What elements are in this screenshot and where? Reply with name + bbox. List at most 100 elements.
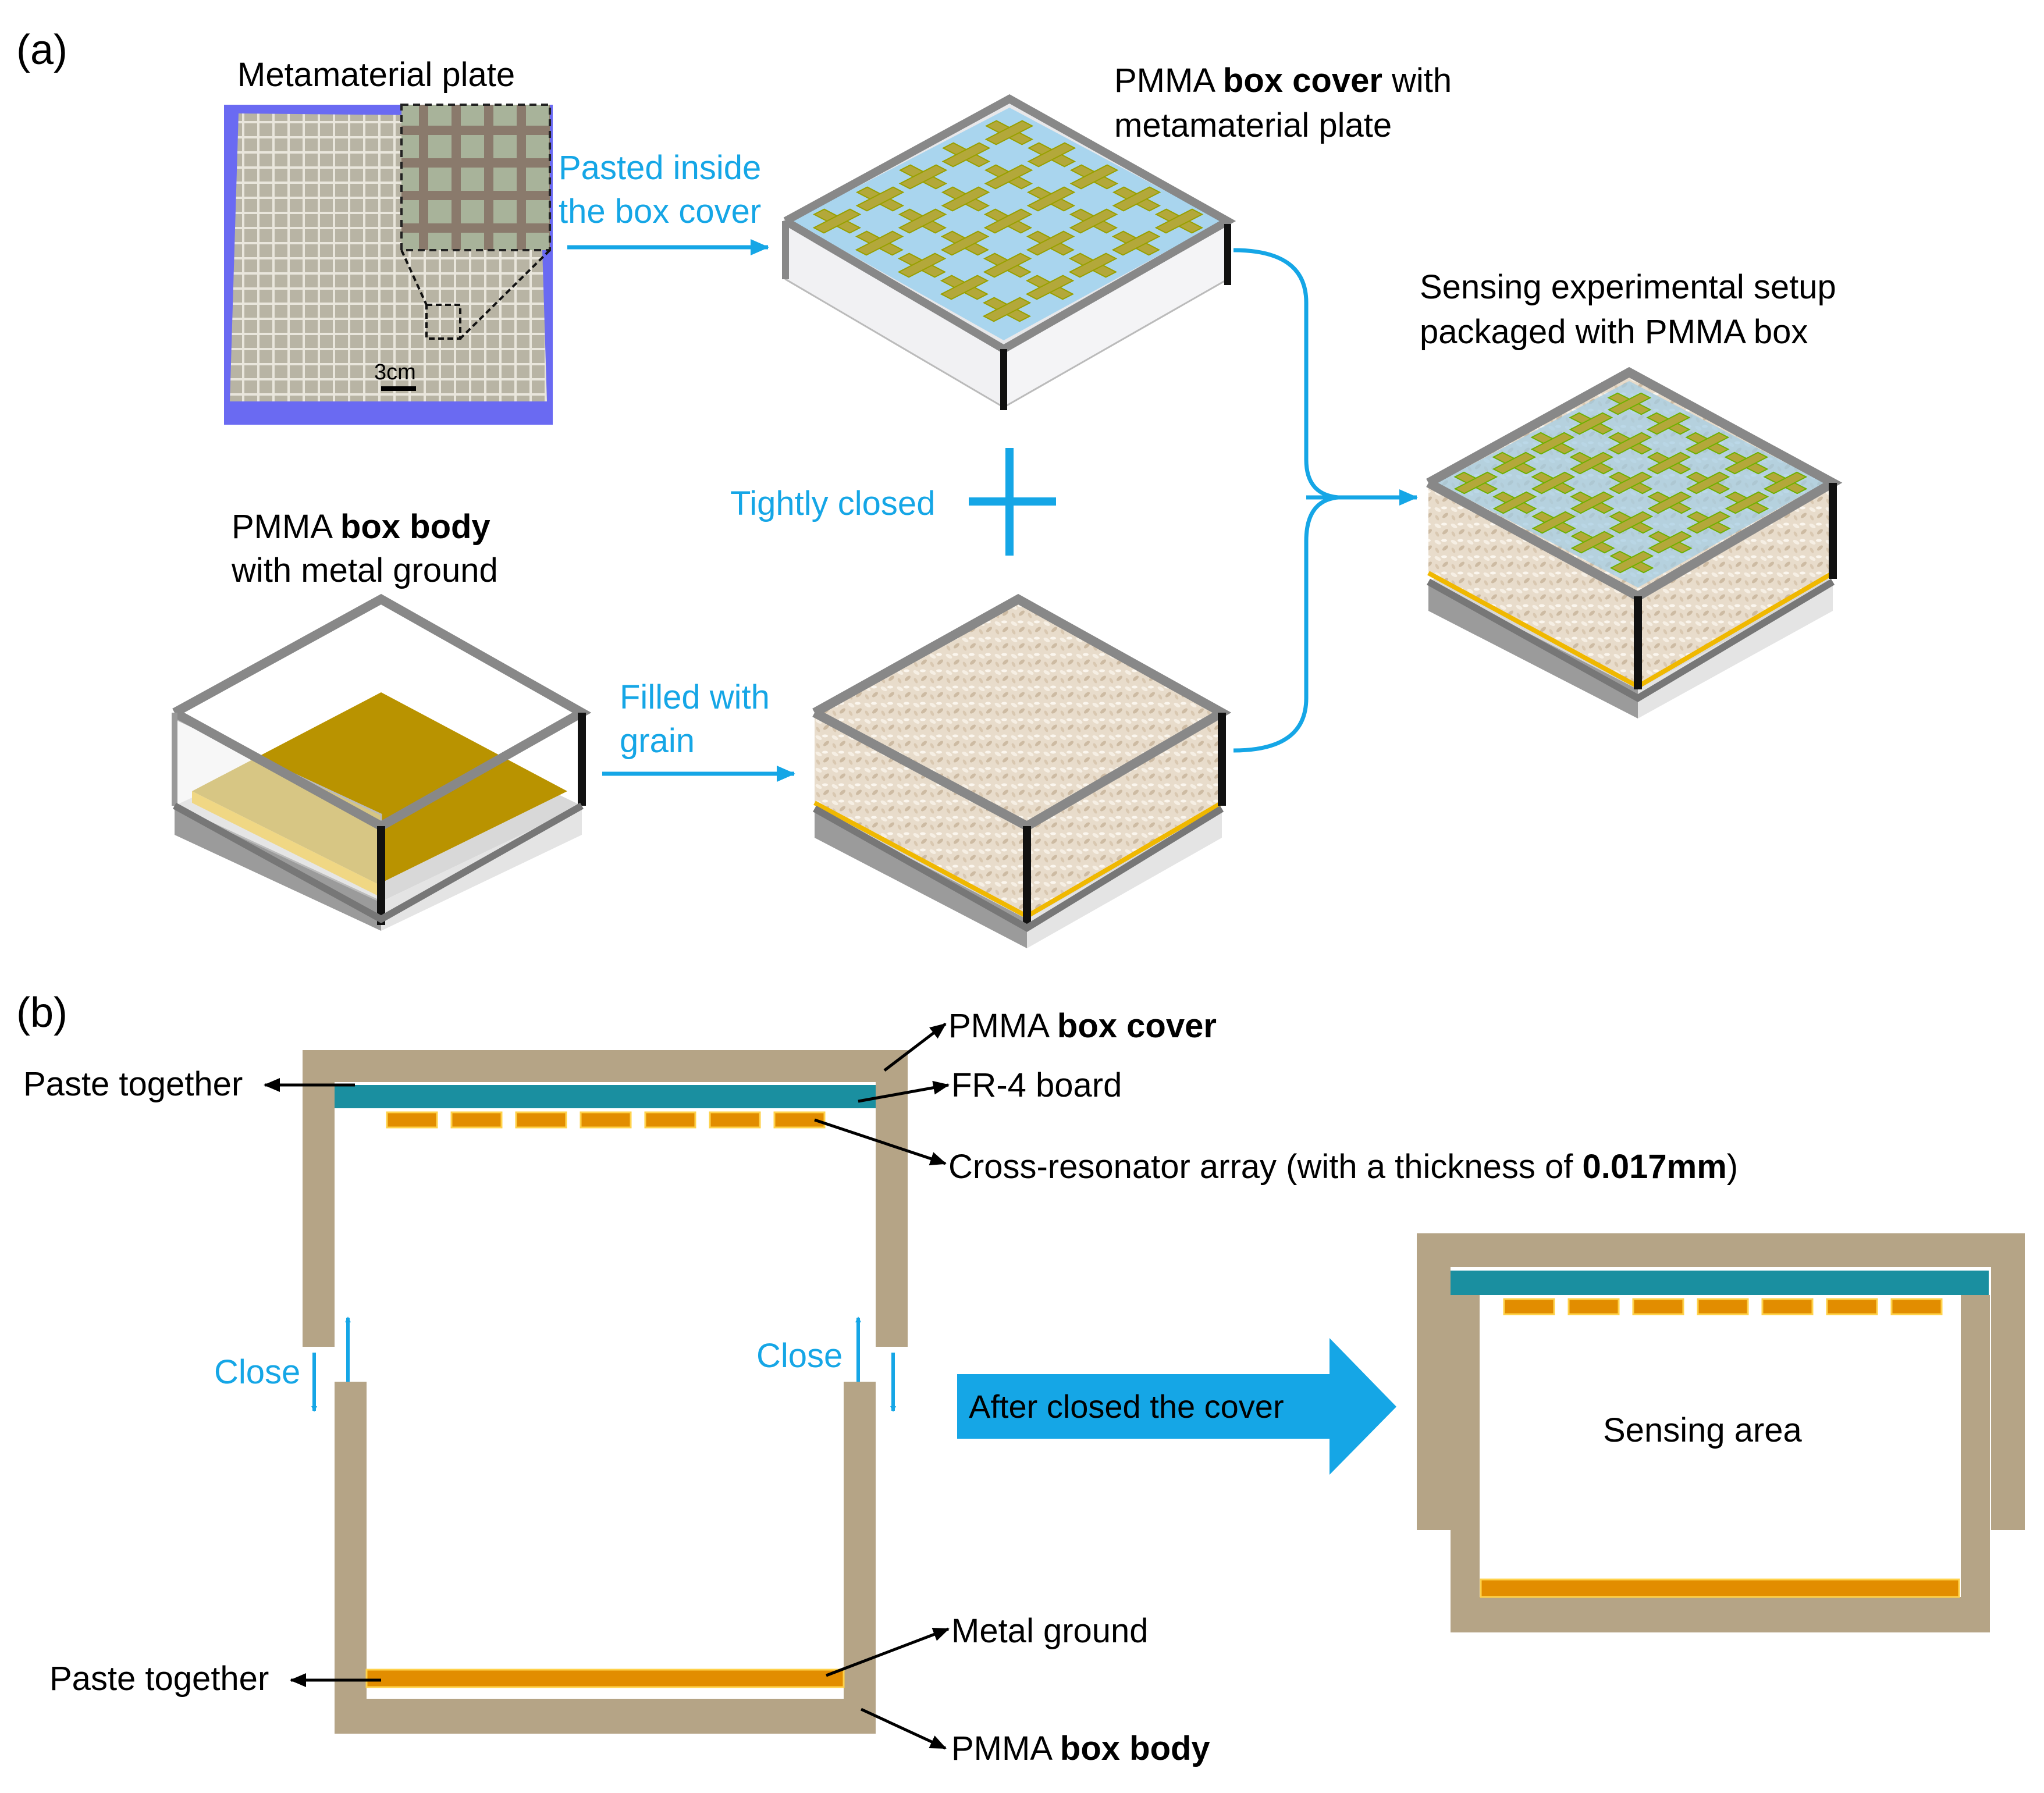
metal-ground-arrow [826,1627,950,1677]
resonator-pad [709,1111,761,1129]
body-callout-arrow [860,1707,947,1750]
cross-resonator-arm [1531,511,1576,534]
resonator-pad [450,1111,503,1129]
cross-resonator-arm [1724,451,1769,475]
body-title-line2: with metal ground [231,552,498,589]
cross-resonator-arm [897,252,947,278]
panel-b-label: (b) [16,990,67,1036]
cover-title-line1: PMMA box cover with [1114,62,1452,99]
cross-resonator-arm [898,208,947,234]
resonator-pad [1761,1298,1814,1315]
cross-resonator-arm [1609,511,1654,534]
sensing-setup-isometric [1426,367,1843,718]
paste-together-bottom: Paste together [49,1660,269,1698]
box-body-isometric [172,593,592,931]
resonator-pad [1567,1298,1620,1315]
cross-resonator-arm [982,297,1032,322]
cross-resonator-arm [941,186,990,212]
cross-resonator-arm [855,186,905,212]
filled-with-text-2: grain [620,722,695,760]
tightly-closed-text: Tightly closed [730,485,935,522]
sensing-area-text: Sensing area [1603,1411,1803,1449]
cover-title-line2: metamaterial plate [1114,106,1392,144]
pasted-inside-text-1: Pasted inside [559,149,761,187]
cross-resonator-arm [1069,164,1119,190]
cross-resonator-arm [812,208,862,234]
cross-resonator-arm [1530,432,1575,455]
cross-resonator-arm [1026,230,1075,256]
cross-resonator-arm [1112,186,1161,212]
cross-resonator-arm [983,252,1032,278]
paste-together-top: Paste together [23,1065,243,1103]
cross-resonator-arm [1647,451,1691,475]
cross-resonator-arm [855,230,904,256]
sensing-setup-title-2: packaged with PMMA box [1420,313,1808,351]
plus-icon [969,448,1056,556]
cross-resonator-arm [940,275,989,300]
cross-resonator-arm [1069,208,1118,234]
resonator-pad [1503,1298,1555,1315]
panel-a-label: (a) [16,27,67,73]
cross-resonator-arm [1647,491,1692,514]
resonator-array-right [1503,1298,1943,1315]
resonator-callout: Cross-resonator array (with a thickness … [948,1148,1738,1186]
cross-resonator-arm [1608,471,1653,495]
cross-resonator-arm [1027,142,1076,168]
close-right-text: Close [756,1337,843,1375]
scale-bar-label: 3cm [374,360,416,385]
resonator-pad [1890,1298,1943,1315]
grain-filled-box [812,593,1232,948]
cross-resonator-arm [1531,471,1576,495]
cross-resonator-arm [1068,252,1118,278]
after-closed-arrow [957,1338,1396,1475]
cross-resonator-arm [1154,208,1204,234]
cross-resonator-arm [1111,230,1161,256]
exploded-cover [303,1050,908,1347]
pasted-inside-text-2: the box cover [559,193,761,230]
cross-resonator-arm [1570,491,1615,514]
resonator-callout-arrow [814,1118,947,1166]
body-callout: PMMA box body [951,1730,1210,1767]
box-cover-isometric [782,94,1236,410]
cross-resonator-arm [1570,531,1615,554]
cross-resonator-arm [898,164,948,190]
cross-resonator-arm [1608,432,1652,455]
cross-resonator-arm [1569,451,1614,475]
cross-resonator-arm [941,142,991,168]
cross-resonator-arm [1453,471,1498,495]
cross-resonator-arm [1569,412,1613,435]
cross-resonator-arm [940,230,990,256]
cross-resonator-arm [1492,451,1537,475]
cover-callout-arrow [883,1023,947,1072]
resonator-pad [644,1111,696,1129]
cross-resonator-arm [1026,186,1076,212]
assembled-box [1417,1233,2025,1632]
close-left-text: Close [214,1353,300,1391]
cross-resonator-arm [1609,550,1654,574]
cross-resonator-arm [1725,491,1769,514]
cross-resonator-arm [984,120,1034,145]
cross-resonator-arm [1646,412,1691,435]
cross-resonator-arm [983,208,1033,234]
resonator-pad [386,1111,438,1129]
sensing-setup-title-1: Sensing experimental setup [1420,268,1836,306]
cross-resonator-arm [1607,392,1652,415]
fr4-callout: FR-4 board [951,1066,1122,1104]
metamaterial-plate-title: Metamaterial plate [237,56,515,94]
cross-resonator-arm [984,164,1033,190]
cross-resonator-arm [1492,491,1537,514]
metamaterial-plate-photo [224,104,553,425]
cross-resonator-arm [1685,432,1730,455]
metal-ground-callout: Metal ground [951,1612,1149,1650]
resonator-pad [1632,1298,1684,1315]
cross-resonator-arm [1648,531,1693,554]
cross-resonator-arm [1686,471,1730,495]
resonator-pad [580,1111,632,1129]
after-closed-text: After closed the cover [969,1388,1284,1425]
resonator-pad [1826,1298,1878,1315]
resonator-array-left [386,1111,826,1129]
cross-resonator-arm [1025,275,1075,300]
resonator-pad [1697,1298,1749,1315]
filled-with-text-1: Filled with [620,678,770,716]
